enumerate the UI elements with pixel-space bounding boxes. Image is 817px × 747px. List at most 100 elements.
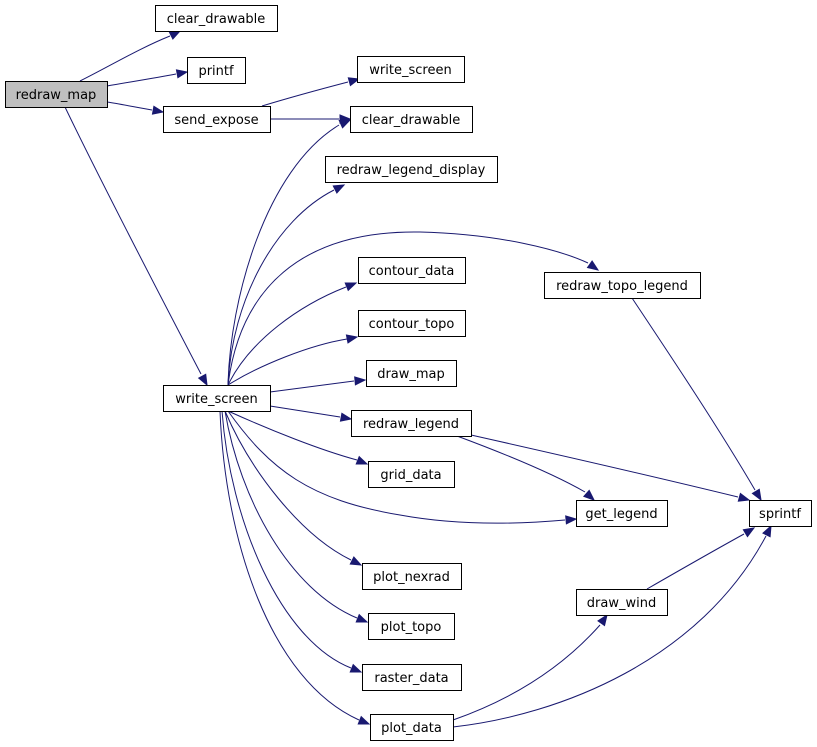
node-redraw-legend[interactable]: redraw_legend [351, 410, 472, 437]
node-box [357, 56, 465, 83]
edge-line [227, 189, 335, 386]
node-box [368, 461, 455, 488]
node-draw-wind[interactable]: draw_wind [576, 589, 668, 616]
node-label: redraw_legend [363, 417, 459, 432]
node-box [576, 500, 668, 527]
node-box [351, 410, 472, 437]
edge-write_screen_2-to-clear_drawable_2 [227, 119, 352, 386]
node-draw-map[interactable]: draw_map [366, 360, 457, 387]
node-raster-data[interactable]: raster_data [362, 664, 462, 691]
edge-write_screen_2-to-redraw_topo_legend [227, 231, 600, 386]
arrowhead-icon [751, 488, 762, 502]
edge-write_screen_2-to-draw_map [269, 376, 367, 393]
node-clear-drawable-2[interactable]: clear_drawable [350, 106, 473, 133]
arrowhead-icon [355, 455, 369, 465]
edge-line [227, 124, 340, 386]
edge-write_screen_2-to-plot_data [219, 410, 371, 725]
edge-line [227, 286, 347, 386]
edge-redraw_topo_legend-to-sprintf [631, 297, 762, 502]
node-label: raster_data [374, 671, 448, 686]
node-label: plot_topo [381, 620, 442, 635]
arrowhead-icon [586, 260, 600, 271]
node-clear-drawable-1[interactable]: clear_drawable [155, 5, 278, 32]
edge-write_screen_2-to-contour_data [227, 282, 358, 386]
node-contour-topo[interactable]: contour_topo [358, 310, 466, 337]
node-box [576, 589, 668, 616]
node-label: clear_drawable [167, 12, 266, 27]
node-box [187, 57, 246, 84]
node-box [362, 563, 462, 590]
edge-write_screen_2-to-contour_topo [227, 334, 359, 386]
edge-line [219, 410, 360, 721]
edge-line [456, 435, 586, 493]
node-printf[interactable]: printf [187, 57, 246, 84]
node-contour-data[interactable]: contour_data [358, 257, 466, 284]
node-sprintf[interactable]: sprintf [749, 500, 812, 527]
edge-line [269, 380, 355, 393]
node-plot-nexrad[interactable]: plot_nexrad [362, 563, 462, 590]
node-label: send_expose [174, 113, 258, 128]
node-label: clear_drawable [362, 113, 461, 128]
node-box [358, 257, 466, 284]
edge-redraw_map-to-clear_drawable_1 [79, 30, 182, 82]
node-box [5, 81, 108, 108]
edge-write_screen_2-to-redraw_legend [269, 405, 353, 422]
node-grid-data[interactable]: grid_data [368, 461, 455, 488]
node-get-legend[interactable]: get_legend [576, 500, 668, 527]
edge-line [64, 106, 202, 375]
node-write-screen-1[interactable]: write_screen [357, 56, 465, 83]
arrowhead-icon [737, 492, 751, 502]
node-label: printf [198, 64, 234, 79]
arrowhead-icon [347, 77, 361, 87]
edge-line [224, 410, 352, 561]
edge-write_screen_2-to-grid_data [227, 410, 369, 465]
edge-write_screen_2-to-redraw_legend_display [227, 184, 346, 386]
node-label: contour_data [369, 264, 455, 279]
node-label: plot_nexrad [373, 570, 450, 585]
edge-line [227, 410, 358, 461]
node-box [362, 664, 462, 691]
node-box [155, 5, 278, 32]
node-redraw-legend-display[interactable]: redraw_legend_display [325, 156, 498, 183]
node-box [749, 500, 812, 527]
node-label: contour_topo [369, 317, 455, 332]
node-box [366, 360, 457, 387]
node-label: grid_data [380, 468, 441, 483]
node-box [358, 310, 466, 337]
node-redraw-topo-legend[interactable]: redraw_topo_legend [544, 272, 701, 299]
arrowhead-icon [339, 412, 353, 422]
edge-redraw_map-to-printf [106, 69, 189, 87]
edge-line [227, 231, 589, 386]
node-box [370, 714, 454, 741]
edge-write_screen_2-to-raster_data [221, 410, 363, 673]
edge-line [106, 73, 177, 87]
arrowhead-icon [742, 527, 756, 538]
node-send-expose[interactable]: send_expose [163, 106, 271, 133]
arrowhead-icon [338, 119, 352, 129]
node-box [350, 106, 473, 133]
arrowhead-icon [344, 282, 358, 292]
node-write-screen-2[interactable]: write_screen [163, 385, 271, 412]
edge-line [227, 410, 566, 524]
node-box [163, 385, 271, 412]
edge-line [470, 434, 739, 498]
arrowhead-icon [583, 489, 596, 501]
arrowhead-icon [354, 376, 367, 386]
edge-line [452, 535, 767, 728]
node-label: write_screen [369, 63, 451, 78]
arrowhead-icon [762, 524, 772, 538]
arrowhead-icon [355, 613, 369, 623]
edge-line [227, 338, 348, 386]
node-redraw-map[interactable]: redraw_map [5, 81, 108, 108]
node-label: draw_wind [587, 596, 656, 611]
node-label: write_screen [175, 392, 257, 407]
node-plot-topo[interactable]: plot_topo [368, 613, 455, 640]
node-label: sprintf [759, 507, 801, 522]
node-box [325, 156, 498, 183]
node-plot-data[interactable]: plot_data [370, 714, 454, 741]
node-label: redraw_legend_display [337, 163, 486, 178]
edge-redraw_legend-to-get_legend [456, 435, 596, 501]
node-label: get_legend [585, 507, 657, 522]
edge-write_screen_2-to-plot_nexrad [224, 410, 363, 566]
edge-line [452, 624, 601, 721]
